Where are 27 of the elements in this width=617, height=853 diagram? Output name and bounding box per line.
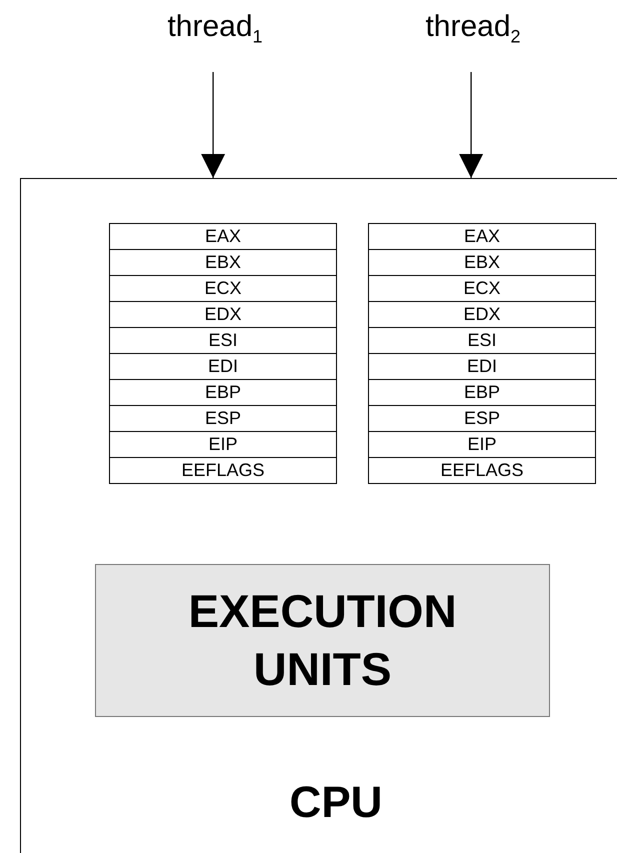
register-name: EEFLAGS bbox=[440, 460, 524, 480]
cpu-label: CPU bbox=[288, 779, 384, 828]
register-name: EEFLAGS bbox=[181, 460, 265, 480]
register-name: EDX bbox=[204, 304, 242, 324]
register-name: EAX bbox=[204, 226, 242, 246]
register-name: EIP bbox=[467, 434, 496, 454]
register-name: EIP bbox=[208, 434, 238, 454]
register-name: ESI bbox=[208, 330, 238, 350]
arrow bbox=[201, 72, 226, 178]
register-name: EDX bbox=[463, 304, 500, 324]
register-name: ESP bbox=[464, 408, 500, 428]
register-name: EBP bbox=[464, 382, 500, 402]
execution-units-label: EXECUTION UNITS bbox=[187, 584, 458, 696]
thread-label: thread$_{1}$ bbox=[167, 10, 263, 48]
arrow bbox=[459, 72, 484, 178]
thread-label: thread$_{2}$ bbox=[425, 10, 521, 48]
register-name: ECX bbox=[463, 278, 500, 298]
register-name: ECX bbox=[204, 278, 242, 298]
register-name: ESI bbox=[467, 330, 496, 350]
register-name: EBP bbox=[204, 382, 242, 402]
register-name: ESP bbox=[204, 408, 242, 428]
register-name: EDI bbox=[466, 356, 497, 376]
execution-units-box bbox=[95, 564, 550, 717]
register-name: EAX bbox=[464, 226, 500, 246]
register-name: EBX bbox=[464, 252, 500, 272]
register-name: EBX bbox=[204, 252, 242, 272]
register-name: EDI bbox=[208, 356, 238, 376]
